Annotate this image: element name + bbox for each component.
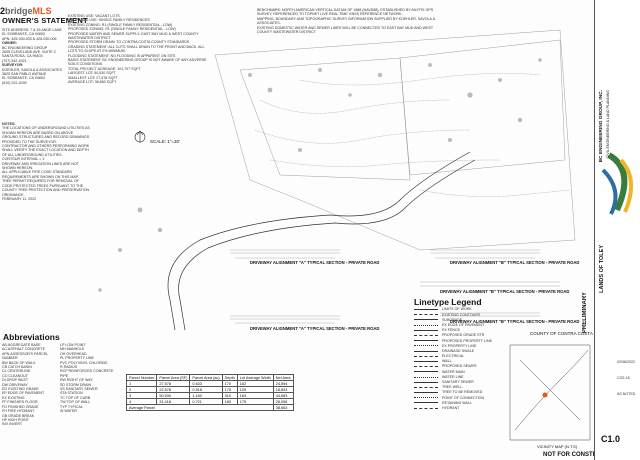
project-name: LANDS OF TOLEY: [599, 245, 605, 293]
north-arrow: [134, 130, 146, 143]
driveway-alignment: [167, 151, 476, 331]
tree-symbols: [98, 58, 542, 292]
firm-name: BC ENGINEERING GROUP, INC.: [599, 90, 604, 163]
section-drawings: [230, 249, 560, 324]
section-title: DRIVEWAY ALIGNMENT "B" TYPICAL SECTION -…: [450, 319, 580, 324]
property-boundary: [214, 29, 576, 251]
sheet-number: C1.0: [601, 434, 621, 444]
owner-statement-title: OWNER'S STATEMENT: [2, 16, 88, 25]
lot-boundary: [239, 57, 411, 181]
section-title: DRIVEWAY ALIGNMENT "A" TYPICAL SECTION -…: [250, 260, 380, 265]
not-for-construction: NOT FOR CONSTRUCTION: [543, 452, 620, 458]
brand-logo: 2bridgeMLS: [0, 6, 52, 16]
firm-logo: [601, 152, 633, 215]
vicinity-map-title: VICINITY MAP (N.T.S): [537, 444, 578, 449]
linetype-legend: LIMITS OF WORK EXISTING CONTOURS SUBGRAD…: [414, 307, 506, 411]
scale-field: AS NOTED: [617, 392, 636, 396]
firm-subtitle: CIVIL ENGINEERING & LAND PLANNING: [606, 90, 610, 159]
notes-block: NOTES: THE LOCATIONS OF UNDERGROUND UTIL…: [2, 122, 90, 201]
preliminary-stamp: PRELIMINARY: [582, 292, 588, 334]
county-label: COUNTY OF CONTRA COSTA: [530, 331, 593, 336]
section-title: DRIVEWAY ALIGNMENT "B" TYPICAL SECTION -…: [440, 289, 570, 294]
section-title: DRIVEWAY ALIGNMENT "B" TYPICAL SECTION -…: [450, 260, 580, 265]
section-title: DRIVEWAY ALIGNMENT "A" TYPICAL SECTION -…: [250, 326, 380, 331]
lot-boundary: [399, 39, 566, 176]
title-block: BC ENGINEERING GROUP, INC. CIVIL ENGINEE…: [594, 0, 640, 460]
vicinity-map: [509, 344, 591, 441]
scale-label: SCALE: 1"=30': [150, 139, 180, 144]
abbreviations-title: Abbreviations: [3, 332, 60, 342]
benchmark-note: BENCHMARK: NORTH AMERICAN VERTICAL DATUM…: [257, 8, 436, 35]
linetype-legend-title: Linetype Legend: [414, 297, 482, 307]
job-number: CO2-18: [617, 376, 630, 380]
date-field: 02/08/2022: [617, 360, 635, 364]
